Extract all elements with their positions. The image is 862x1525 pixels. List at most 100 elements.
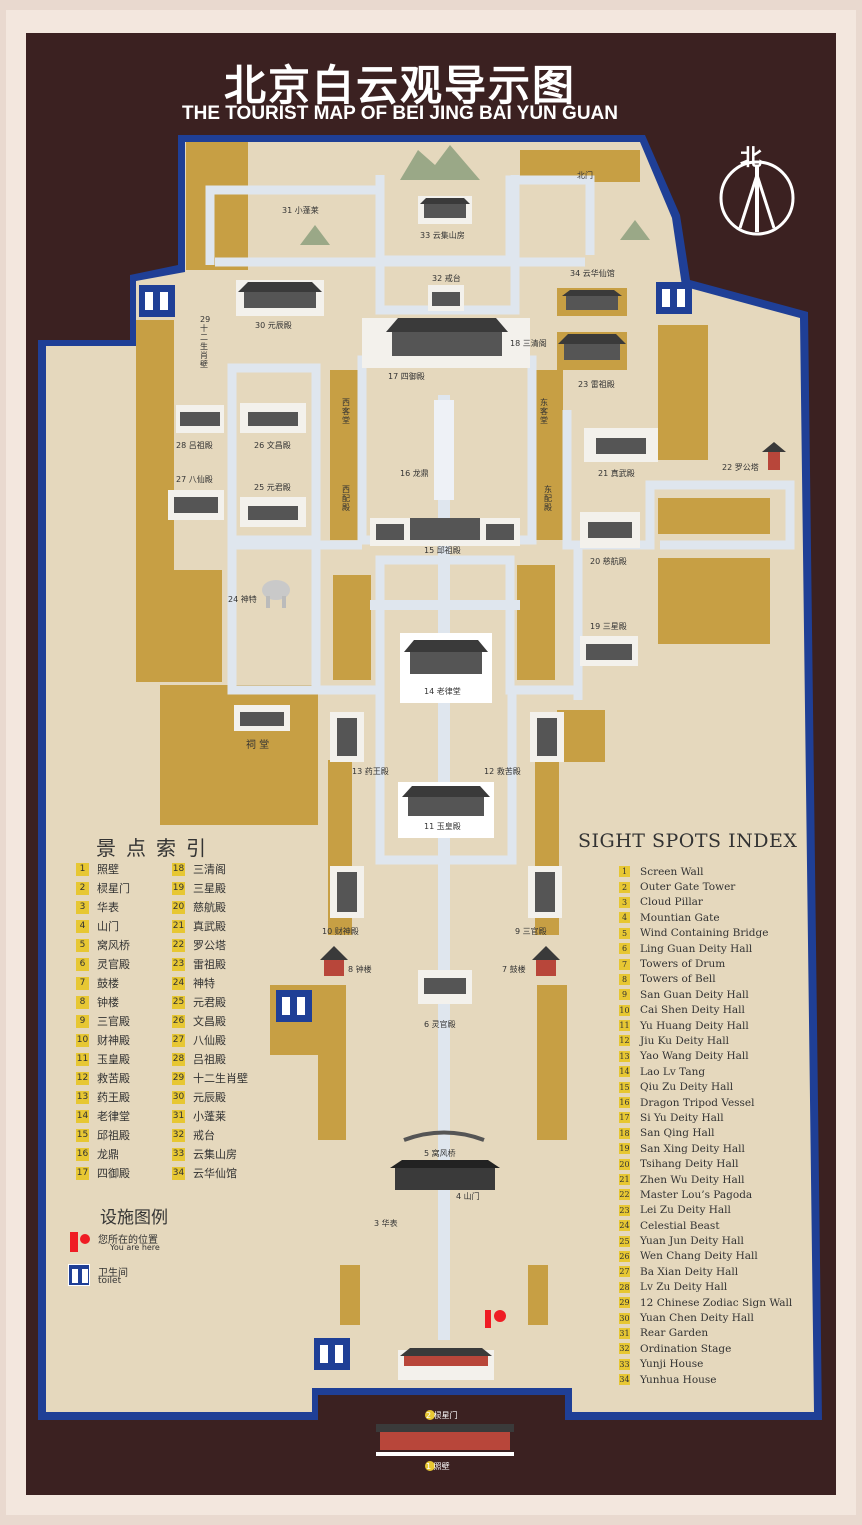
rear-garden-label[interactable]: 31 小蓬莱 — [282, 206, 319, 215]
screen-wall-label[interactable]: 1 照壁 — [426, 1462, 450, 1471]
wind-bridge-label[interactable]: 5 窝风桥 — [424, 1149, 456, 1158]
outer-gate-label[interactable]: 2 棂星门 — [426, 1411, 458, 1420]
north-gate-label[interactable]: 北门 — [577, 171, 593, 180]
siyu-hall-label[interactable]: 17 四御殿 — [388, 372, 425, 381]
yuanjun-hall-label[interactable]: 25 元君殿 — [254, 483, 291, 492]
yaowang-hall-label[interactable]: 13 药王殿 — [352, 767, 389, 776]
dragon-tripod-label[interactable]: 16 龙鼎 — [400, 469, 429, 478]
west-side-hall-label[interactable]: 西配殿 — [342, 485, 350, 512]
yuhuang-hall-label[interactable]: 11 玉皇殿 — [424, 822, 461, 831]
laolv-tang-label[interactable]: 14 老律堂 — [424, 687, 461, 696]
lvzu-hall-label[interactable]: 28 吕祖殿 — [176, 441, 213, 450]
zhenwu-hall-label[interactable]: 21 真武殿 — [598, 469, 635, 478]
celestial-beast-label[interactable]: 24 神特 — [228, 595, 257, 604]
cloud-pillar-label[interactable]: 3 华表 — [374, 1219, 398, 1228]
master-lou-pagoda-label[interactable]: 22 罗公塔 — [722, 463, 759, 472]
west-guest-hall-label[interactable]: 西客堂 — [342, 398, 350, 425]
wenchang-hall-label[interactable]: 26 文昌殿 — [254, 441, 291, 450]
jiuku-hall-label[interactable]: 12 救苦殿 — [484, 767, 521, 776]
ciyu-hall-label[interactable]: 20 慈航殿 — [590, 557, 627, 566]
zodiac-wall-label[interactable]: 29 十二生肖壁 — [200, 315, 211, 369]
sanqing-hall-label[interactable]: 18 三清阁 — [510, 339, 547, 348]
mountain-gate-label[interactable]: 4 山门 — [456, 1192, 480, 1201]
sanguan-hall-label[interactable]: 9 三官殿 — [515, 927, 547, 936]
east-guest-hall-label[interactable]: 东客堂 — [540, 398, 548, 425]
baxian-hall-label[interactable]: 27 八仙殿 — [176, 475, 213, 484]
yuanchen-hall-label[interactable]: 30 元辰殿 — [255, 321, 292, 330]
leizu-hall-label[interactable]: 23 雷祖殿 — [578, 380, 615, 389]
yunhua-house-label[interactable]: 34 云华仙馆 — [570, 269, 615, 278]
drum-tower-label[interactable]: 7 鼓楼 — [502, 965, 526, 974]
bell-tower-label[interactable]: 8 钟楼 — [348, 965, 372, 974]
ancestral-hall-label[interactable]: 祠 堂 — [246, 740, 270, 751]
qiuzu-hall-label[interactable]: 15 邱祖殿 — [424, 546, 461, 555]
ordination-stage-label[interactable]: 32 戒台 — [432, 274, 461, 283]
lingguan-hall-label[interactable]: 6 灵官殿 — [424, 1020, 456, 1029]
